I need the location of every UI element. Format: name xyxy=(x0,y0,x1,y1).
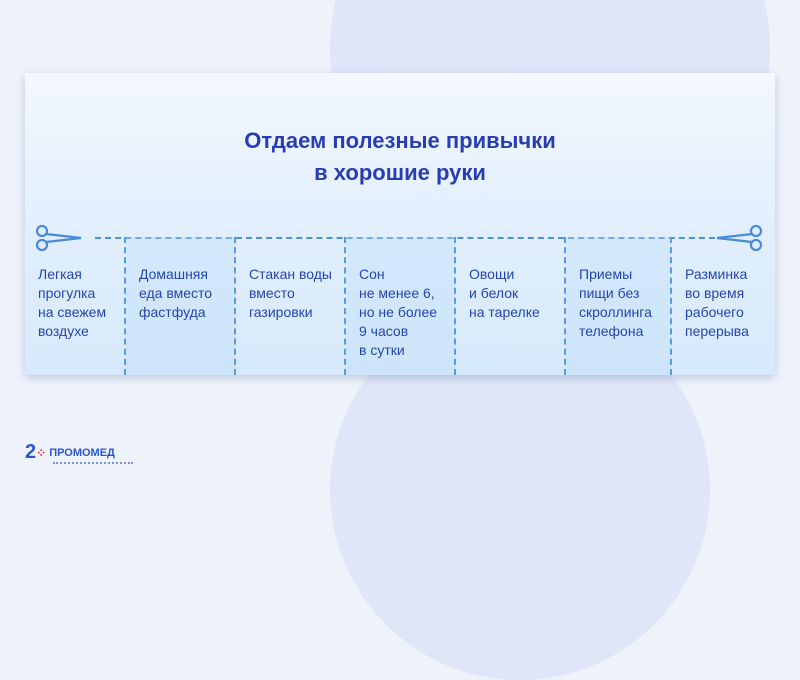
title-line-1: Отдаем полезные привычки xyxy=(244,128,556,153)
logo-tagline xyxy=(53,462,133,464)
habit-strip: Приемы пищи без скроллинга телефона xyxy=(566,237,672,375)
habit-strip: Овощи и белок на тарелке xyxy=(456,237,566,375)
habit-strip: Стакан воды вместо газировки xyxy=(236,237,346,375)
habit-strip: Домашняя еда вместо фастфуда xyxy=(126,237,236,375)
title-line-2: в хорошие руки xyxy=(314,160,486,185)
logo-mark-icon: ⁘ xyxy=(36,445,47,460)
habit-strip: Легкая прогулка на свежем воздухе xyxy=(25,237,126,375)
scissors-icon xyxy=(716,224,763,252)
scissors-icon xyxy=(35,224,82,252)
page-title: Отдаем полезные привычки в хорошие руки xyxy=(25,125,775,189)
habit-strip: Разминка во время рабочего перерыва xyxy=(685,266,749,339)
habit-strip: Сон не менее 6, но не более 9 часов в су… xyxy=(346,237,456,375)
habits-card: Отдаем полезные привычки в хорошие руки … xyxy=(25,73,775,375)
logo-brand: ПРОМОМЕД xyxy=(49,446,115,459)
company-logo: 2 ⁘ ПРОМОМЕД xyxy=(25,441,133,464)
logo-number: 2 xyxy=(25,441,37,463)
cut-line xyxy=(95,237,715,239)
